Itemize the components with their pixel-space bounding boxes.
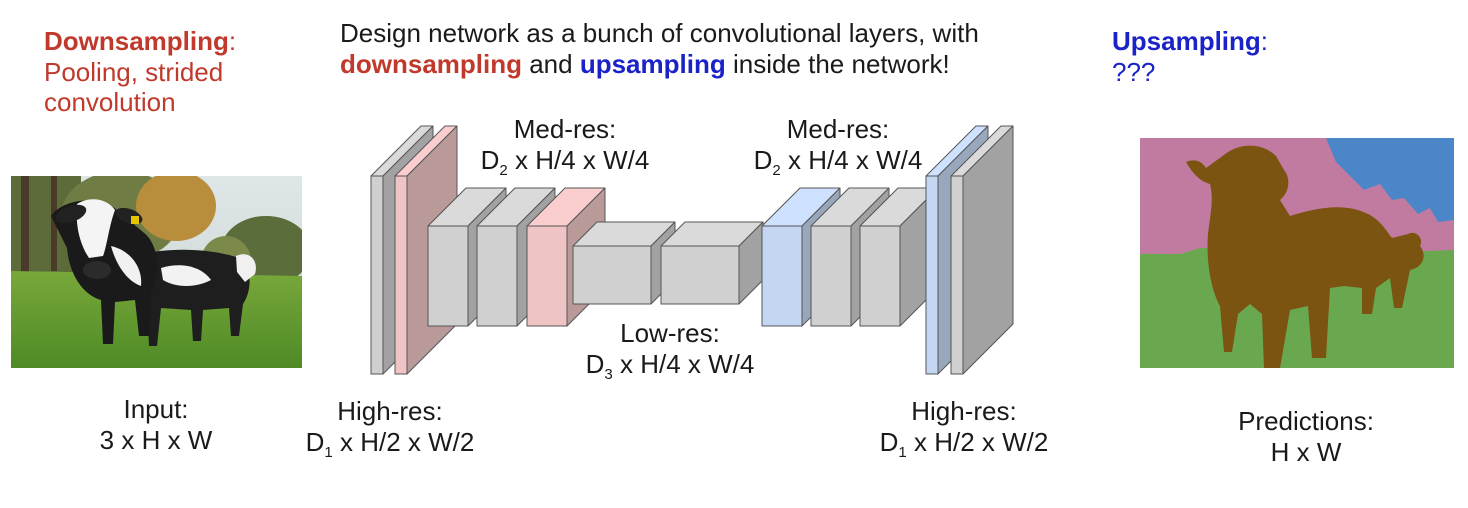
medres-right-dim-D: D	[753, 144, 773, 175]
input-label-line2: 3 x H x W	[99, 424, 213, 455]
lowres-dim-sub: 3	[604, 365, 613, 383]
conv-blocks	[370, 125, 1014, 375]
lowres-title: Low-res:	[620, 318, 720, 348]
medres-left-dim-rest: x H/4 x W/4	[507, 144, 650, 175]
highres-left-slab-2-front	[394, 175, 408, 375]
medres-left-block-3-front	[526, 225, 568, 327]
upsampling-note: Upsampling: ???	[1112, 26, 1268, 87]
downsampling-colon: :	[228, 26, 237, 56]
header-tail: inside the network!	[725, 48, 950, 79]
input-label: Input: 3 x H x W	[76, 394, 236, 455]
medres-right-dim-sub: 2	[772, 161, 781, 179]
downsampling-note: Downsampling: Pooling, strided convoluti…	[44, 26, 236, 118]
header-text: Design network as a bunch of convolution…	[340, 18, 979, 79]
predictions-title: Predictions:	[1238, 406, 1374, 436]
medres-left-label: Med-res: D2 x H/4 x W/4	[455, 114, 675, 178]
upsampling-question: ???	[1112, 56, 1156, 87]
lowres-label: Low-res: D3 x H/4 x W/4	[560, 318, 780, 382]
medres-left-title: Med-res:	[513, 114, 617, 144]
medres-right-block-3-front	[859, 225, 901, 327]
predictions-dim: H x W	[1270, 436, 1342, 467]
highres-left-slab-1-front	[370, 175, 384, 375]
lowres-block-1-front	[572, 245, 652, 305]
input-cow-image	[11, 176, 302, 368]
highres-left-dim-rest: x H/2 x W/2	[332, 426, 475, 457]
header-downsampling-word: downsampling	[340, 48, 522, 79]
predictions-label: Predictions: H x W	[1206, 406, 1406, 467]
highres-left-title: High-res:	[337, 396, 443, 426]
medres-right-title: Med-res:	[786, 114, 890, 144]
highres-left-label: High-res: D1 x H/2 x W/2	[280, 396, 500, 460]
header-line1: Design network as a bunch of convolution…	[340, 18, 979, 48]
highres-right-slab-2	[950, 125, 1014, 375]
lowres-dim-rest: x H/4 x W/4	[612, 348, 755, 379]
medres-left-block-1-front	[427, 225, 469, 327]
upsampling-colon: :	[1260, 26, 1269, 56]
highres-right-title: High-res:	[911, 396, 1017, 426]
medres-right-block-1-front	[761, 225, 803, 327]
input-label-line1: Input:	[123, 394, 189, 424]
downsampling-title: Downsampling	[44, 26, 229, 56]
highres-right-dim-sub: 1	[898, 443, 907, 461]
highres-left-dim-D: D	[305, 426, 325, 457]
header-and-word: and	[522, 48, 580, 79]
highres-right-slab-2-front	[950, 175, 964, 375]
header-upsampling-word: upsampling	[579, 48, 726, 79]
medres-left-block-2-front	[476, 225, 518, 327]
medres-right-label: Med-res: D2 x H/4 x W/4	[728, 114, 948, 178]
lowres-block-1	[572, 221, 676, 305]
lowres-dim-D: D	[585, 348, 605, 379]
medres-right-dim-rest: x H/4 x W/4	[780, 144, 923, 175]
lowres-block-2-front	[660, 245, 740, 305]
downsampling-line2: convolution	[44, 87, 176, 118]
lowres-block-2	[660, 221, 764, 305]
highres-right-label: High-res: D1 x H/2 x W/2	[854, 396, 1074, 460]
highres-right-dim-D: D	[879, 426, 899, 457]
predictions-segmentation-image	[1140, 138, 1454, 368]
medres-right-block-2-front	[810, 225, 852, 327]
highres-right-slab-1-front	[925, 175, 939, 375]
upsampling-title: Upsampling	[1112, 26, 1261, 56]
medres-left-dim-D: D	[480, 144, 500, 175]
downsampling-line1: Pooling, strided	[44, 56, 224, 87]
highres-left-dim-sub: 1	[324, 443, 333, 461]
medres-left-dim-sub: 2	[499, 161, 508, 179]
highres-right-dim-rest: x H/2 x W/2	[906, 426, 1049, 457]
